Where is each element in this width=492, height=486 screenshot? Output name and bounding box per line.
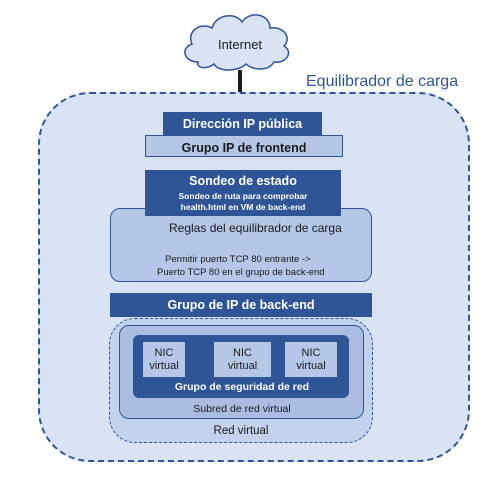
load-balancer-rules-box: Reglas del equilibrador de carga Permiti… bbox=[110, 208, 372, 282]
backend-ip-group-box: Grupo de IP de back-end bbox=[110, 293, 372, 317]
frontend-ip-group-label: Grupo IP de frontend bbox=[181, 141, 307, 155]
nic-1-line2: virtual bbox=[149, 359, 179, 372]
rules-line1: Permitir puerto TCP 80 entrante -> bbox=[165, 254, 311, 265]
probe-line1: Sondeo de ruta para comprobar bbox=[178, 191, 308, 201]
nic-3-line2: virtual bbox=[296, 359, 326, 372]
probe-title: Sondeo de estado bbox=[189, 174, 297, 188]
internet-cloud-icon bbox=[184, 14, 290, 71]
nic-box-1: NIC virtual bbox=[142, 341, 186, 378]
rules-line2: Puerto TCP 80 en el grupo de back-end bbox=[157, 267, 325, 278]
frontend-ip-group: Grupo IP de frontend bbox=[145, 135, 343, 157]
load-balancer-title: Equilibrador de carga bbox=[306, 73, 459, 90]
nic-3-line1: NIC bbox=[301, 346, 321, 359]
public-ip-box: Dirección IP pública bbox=[163, 112, 322, 136]
nic-2-line1: NIC bbox=[233, 346, 252, 359]
internet-label: Internet bbox=[217, 36, 263, 52]
nsg-label: Grupo de seguridad de red bbox=[174, 381, 310, 393]
nic-box-3: NIC virtual bbox=[284, 341, 338, 378]
virtual-network-label: Red virtual bbox=[213, 425, 269, 437]
health-probe-box: Sondeo de estado Sondeo de ruta para com… bbox=[145, 170, 341, 216]
probe-line2: health.html en VM de back-end bbox=[180, 202, 306, 212]
nic-box-2: NIC virtual bbox=[213, 341, 272, 378]
nic-2-line2: virtual bbox=[227, 359, 258, 372]
nic-1-line1: NIC bbox=[154, 346, 174, 359]
subnet-label: Subred de red virtual bbox=[193, 403, 291, 415]
rules-title: Reglas del equilibrador de carga bbox=[169, 221, 342, 235]
